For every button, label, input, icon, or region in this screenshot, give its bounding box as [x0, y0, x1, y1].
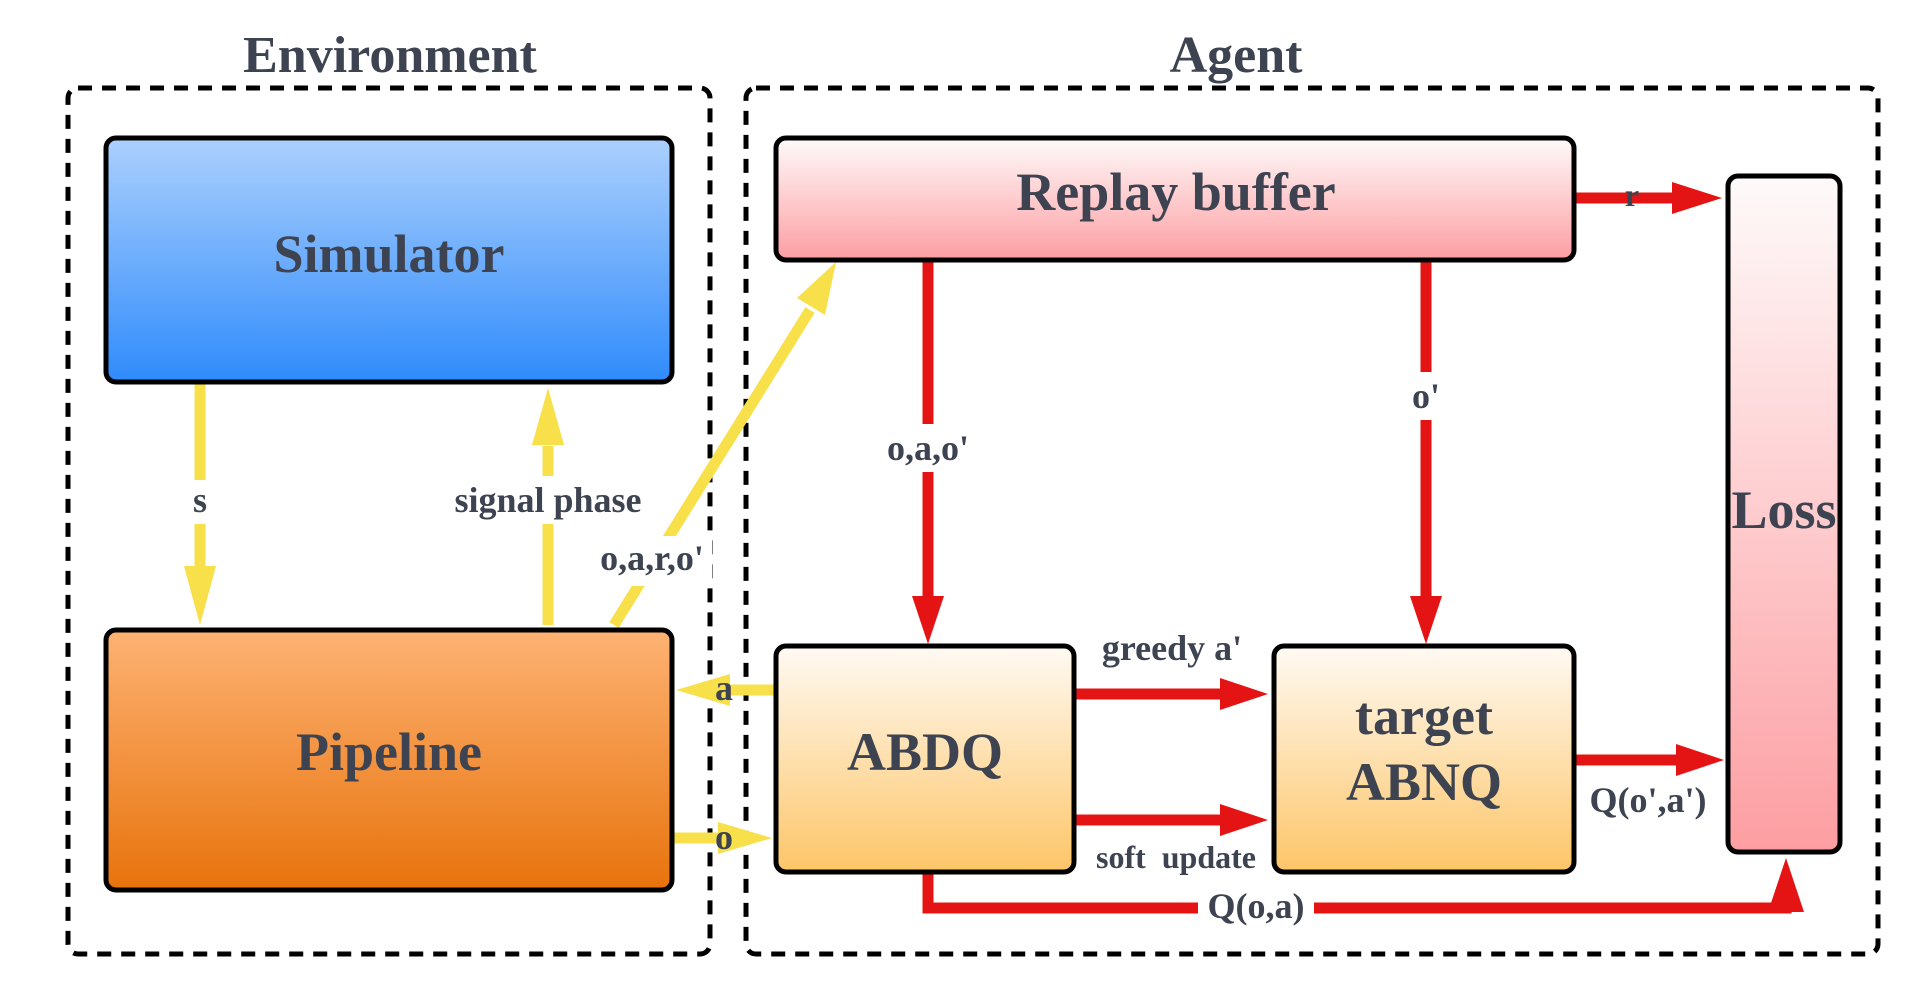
soft-update-arrow	[1076, 804, 1268, 836]
target-label-line1: target	[1355, 686, 1493, 746]
simulator-box: Simulator	[103, 135, 675, 385]
simulator-label: Simulator	[273, 224, 504, 284]
signal-phase-label: signal phase	[454, 480, 641, 520]
target-network-box: target ABNQ	[1271, 643, 1577, 875]
abdq-label: ABDQ	[847, 722, 1003, 782]
replay-buffer-box: Replay buffer	[773, 135, 1577, 263]
greedy-arrow	[1076, 678, 1268, 710]
signal-phase-arrow	[532, 388, 564, 625]
pipeline-box: Pipeline	[103, 627, 675, 893]
agent-frame	[743, 85, 1881, 957]
s-label: s	[193, 480, 207, 520]
sample-label: o,a,o'	[887, 428, 969, 468]
abdq-box: ABDQ	[773, 643, 1077, 875]
greedy-label: greedy a'	[1102, 628, 1242, 668]
loss-box: Loss	[1725, 173, 1843, 855]
action-label: a	[715, 668, 733, 708]
loss-label: Loss	[1731, 480, 1836, 540]
soft-update-label: soft update	[1096, 839, 1256, 875]
environment-frame	[65, 85, 713, 957]
replay-buffer-label: Replay buffer	[1016, 162, 1335, 222]
agent-title: Agent	[1170, 27, 1304, 84]
reward-label: r	[1625, 177, 1639, 213]
observation-arrow	[672, 822, 772, 854]
next-obs-arrow	[1410, 262, 1442, 644]
next-obs-label: o'	[1412, 376, 1440, 416]
action-arrow	[676, 674, 776, 706]
q-value-arrow	[922, 858, 1804, 914]
target-q-arrow	[1576, 744, 1724, 776]
q-value-label: Q(o,a)	[1208, 886, 1305, 926]
reward-arrow	[1574, 182, 1722, 214]
target-q-label: Q(o',a')	[1590, 780, 1707, 820]
observation-label: o	[715, 817, 733, 857]
target-label-line2: ABNQ	[1346, 752, 1502, 812]
transition-label: o,a,r,o'	[600, 538, 704, 578]
environment-title: Environment	[243, 27, 537, 84]
pipeline-label: Pipeline	[296, 722, 482, 782]
